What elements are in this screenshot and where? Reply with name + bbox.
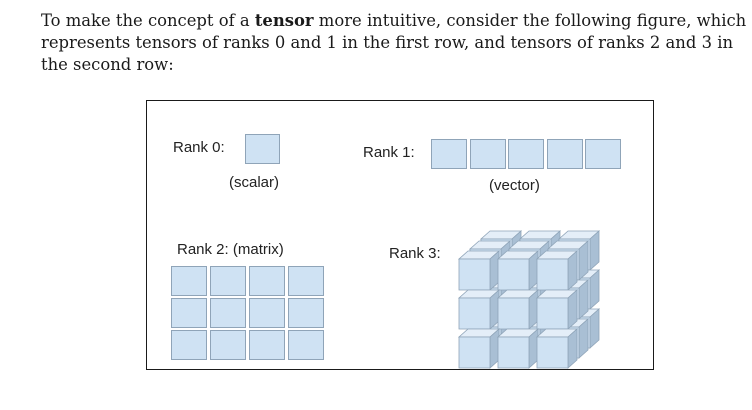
rank2-label: Rank 2: (matrix) [177, 241, 284, 258]
rank3-unit-cube [496, 289, 540, 330]
rank3-unit-cube [535, 250, 579, 291]
rank3-cube-tensor [457, 230, 601, 369]
vector-cell [508, 139, 545, 169]
matrix-cell [210, 330, 246, 360]
rank3-unit-cube [496, 250, 540, 291]
matrix-cell [171, 330, 207, 360]
matrix-cell [288, 266, 324, 296]
intro-text-a: To make the concept of a [41, 11, 255, 30]
rank0-label: Rank 0: [173, 139, 225, 156]
rank3-unit-cube [535, 289, 579, 330]
rank3-unit-cube [457, 328, 501, 369]
matrix-cell [171, 266, 207, 296]
intro-text-b: more intuitive, consider the following f… [313, 11, 747, 30]
rank0-caption: (scalar) [229, 174, 280, 191]
intro-paragraph: To make the concept of a tensor more int… [41, 10, 752, 76]
matrix-cell [210, 266, 246, 296]
vector-cell [585, 139, 622, 169]
rank3-unit-cube [535, 328, 579, 369]
matrix-cell [249, 298, 285, 328]
intro-line-3: the second row: [41, 55, 174, 74]
rank1-label: Rank 1: [363, 144, 415, 161]
vector-cell [431, 139, 467, 169]
rank3-unit-cube [496, 328, 540, 369]
scalar-cell [245, 134, 280, 164]
rank3-unit-cube [457, 289, 501, 330]
matrix-cell [171, 298, 207, 328]
matrix-cell [249, 266, 285, 296]
matrix-cell [249, 330, 285, 360]
tensor-ranks-figure: Rank 0: (scalar) Rank 1: (vector) Rank 2… [146, 100, 654, 370]
rank3-label: Rank 3: [389, 245, 441, 262]
matrix-cell [288, 330, 324, 360]
rank1-caption: (vector) [489, 177, 540, 194]
vector-cell [469, 139, 506, 169]
matrix-cell [288, 298, 324, 328]
vector-cell [546, 139, 583, 169]
matrix-cell [210, 298, 246, 328]
tensor-term: tensor [254, 11, 314, 30]
intro-line-1: To make the concept of a tensor more int… [41, 11, 746, 30]
intro-line-2: represents tensors of ranks 0 and 1 in t… [41, 33, 734, 52]
rank3-unit-cube [457, 250, 501, 291]
